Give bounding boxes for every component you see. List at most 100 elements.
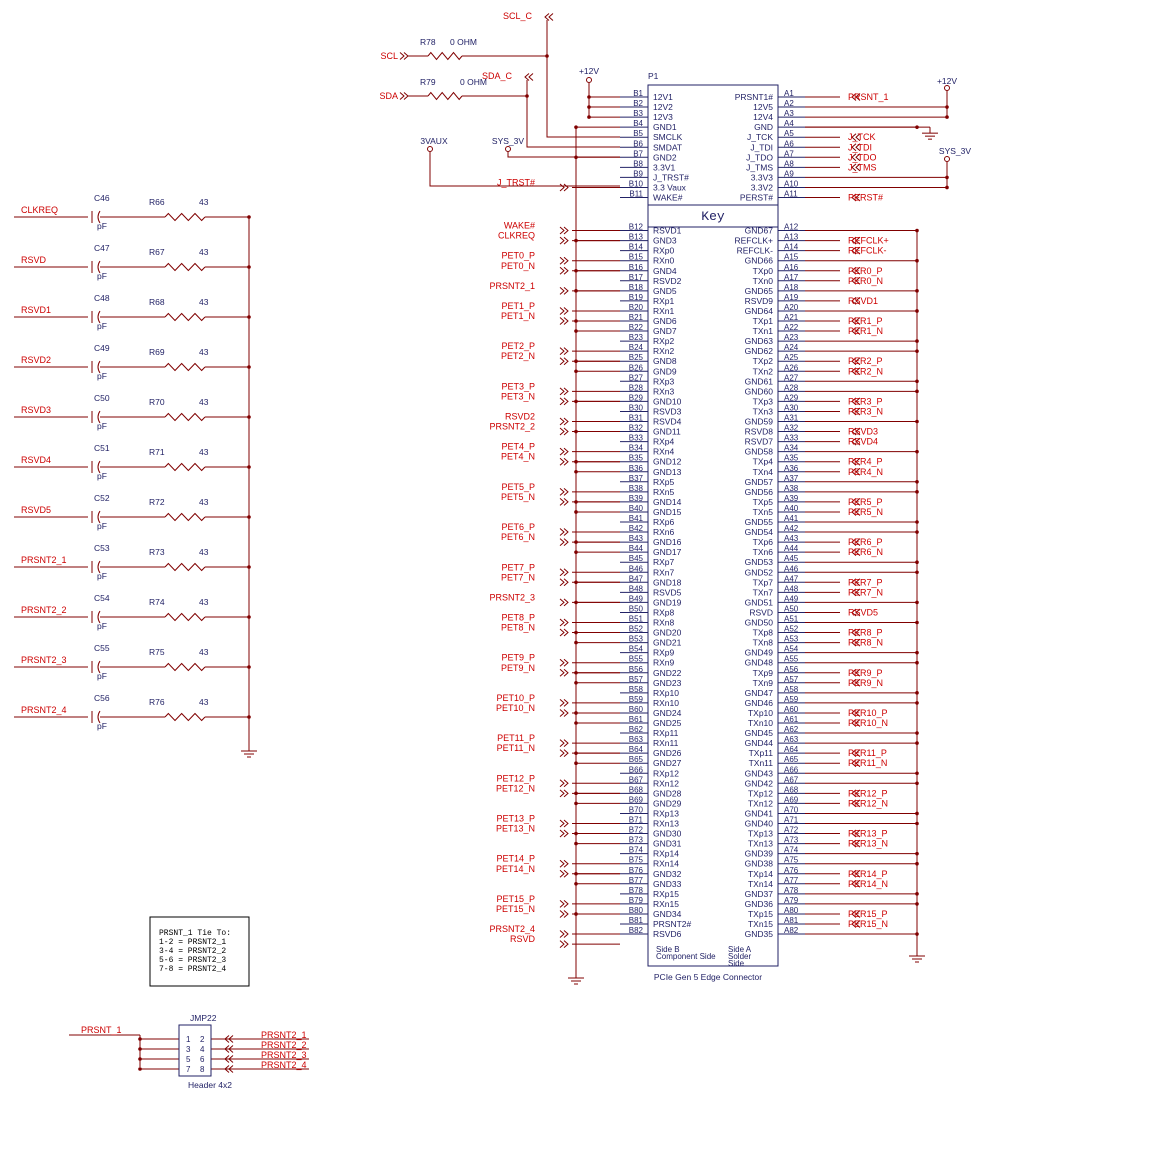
pin-signal-name: RXn12 bbox=[653, 778, 679, 788]
pin-number: B51 bbox=[629, 615, 644, 624]
resistor-icon bbox=[427, 51, 463, 61]
res-refdes: R74 bbox=[149, 597, 165, 607]
net-port-label: PET6_N bbox=[501, 532, 535, 542]
port-arrow-icon bbox=[855, 759, 861, 768]
net-port-label: PER7_P bbox=[848, 577, 883, 587]
pin-signal-name: GND29 bbox=[653, 798, 682, 808]
power-label: +12V bbox=[579, 66, 599, 76]
net-port-label: PET11_N bbox=[497, 743, 535, 753]
pin-number: B23 bbox=[629, 333, 644, 342]
pin-number: A72 bbox=[784, 826, 799, 835]
capacitor-plate bbox=[97, 260, 101, 274]
net-port-label: PER3_P bbox=[848, 396, 883, 406]
pin-signal-name: RXn1 bbox=[653, 306, 675, 316]
port-arrow-icon bbox=[563, 347, 569, 356]
jumper-pin-number: 8 bbox=[200, 1065, 205, 1074]
net-port-label: PET1_P bbox=[501, 301, 535, 311]
net-port-label: PET13_N bbox=[496, 824, 535, 834]
pin-number: A35 bbox=[784, 454, 799, 463]
pin-signal-name: REFCLK+ bbox=[735, 236, 774, 246]
pin-number: A9 bbox=[784, 169, 794, 178]
pin-number: B80 bbox=[629, 906, 644, 915]
junction-dot bbox=[945, 105, 949, 109]
note-line: PRSNT_1 Tie To: bbox=[159, 929, 231, 938]
pin-number: A43 bbox=[784, 534, 799, 543]
net-port-label: PET2_P bbox=[501, 341, 535, 351]
port-arrow-icon bbox=[563, 779, 569, 788]
pin-signal-name: RXp2 bbox=[653, 336, 675, 346]
pin-signal-name: 12V4 bbox=[753, 112, 773, 122]
junction-dot bbox=[587, 105, 591, 109]
port-arrow-icon bbox=[559, 578, 565, 587]
pin-number: A36 bbox=[784, 464, 799, 473]
pin-signal-name: RXn2 bbox=[653, 346, 675, 356]
net-port-label: PET14_N bbox=[496, 864, 535, 874]
port-arrow-icon bbox=[851, 869, 857, 878]
pin-number: B82 bbox=[629, 926, 644, 935]
port-arrow-icon bbox=[851, 407, 857, 416]
net-port-label: PER13_P bbox=[848, 829, 888, 839]
cap-refdes: C55 bbox=[94, 643, 110, 653]
jumper-pin-number: 1 bbox=[186, 1035, 191, 1044]
power-label: SYS_3V bbox=[492, 136, 524, 146]
net-port-label: PET15_P bbox=[496, 894, 535, 904]
pin-signal-name: RSVD4 bbox=[653, 417, 682, 427]
res-refdes: R66 bbox=[149, 197, 165, 207]
pin-number: A21 bbox=[784, 313, 799, 322]
port-arrow-icon bbox=[851, 266, 857, 275]
pin-signal-name: GND9 bbox=[653, 366, 677, 376]
pin-signal-name: TXp0 bbox=[753, 266, 774, 276]
pin-number: B68 bbox=[629, 785, 644, 794]
port-arrow-icon bbox=[559, 829, 565, 838]
pin-signal-name: RXp4 bbox=[653, 437, 675, 447]
net-port-label: PER0_N bbox=[848, 276, 883, 286]
pin-number: B11 bbox=[629, 190, 643, 199]
pin-number: A26 bbox=[784, 363, 799, 372]
net-port-label: PET1_N bbox=[501, 311, 535, 321]
port-arrow-icon bbox=[851, 367, 857, 376]
pin-number: B59 bbox=[629, 695, 644, 704]
pin-number: B34 bbox=[629, 444, 644, 453]
pin-signal-name: GND66 bbox=[745, 256, 774, 266]
pin-signal-name: PRSNT2# bbox=[653, 919, 692, 929]
port-arrow-icon bbox=[855, 357, 861, 366]
pin-signal-name: TXn11 bbox=[749, 758, 774, 768]
pin-signal-name: GND41 bbox=[745, 808, 774, 818]
port-arrow-icon bbox=[559, 457, 565, 466]
cap-value: pF bbox=[97, 421, 107, 431]
pin-signal-name: TXp2 bbox=[753, 356, 774, 366]
port-arrow-icon bbox=[559, 859, 565, 868]
resistor-icon bbox=[164, 362, 206, 372]
pin-number: A81 bbox=[784, 916, 799, 925]
port-arrow-icon bbox=[563, 699, 569, 707]
connector-body bbox=[647, 84, 779, 967]
res-value: 43 bbox=[199, 597, 209, 607]
pin-signal-name: GND50 bbox=[745, 618, 774, 628]
pin-signal-name: RXp13 bbox=[653, 808, 679, 818]
pin-number: B45 bbox=[629, 554, 644, 563]
net-port-label: PERST# bbox=[848, 193, 883, 203]
pin-signal-name: GND27 bbox=[653, 758, 682, 768]
pin-number: B58 bbox=[629, 685, 644, 694]
port-arrow-icon bbox=[563, 357, 569, 366]
cap-value: pF bbox=[97, 371, 107, 381]
pin-number: B55 bbox=[629, 655, 644, 664]
port-arrow-icon bbox=[855, 578, 861, 587]
pin-signal-name: GND45 bbox=[745, 728, 774, 738]
port-arrow-icon bbox=[851, 467, 857, 476]
pin-number: B65 bbox=[629, 755, 644, 764]
port-arrow-icon bbox=[559, 940, 565, 948]
pin-number: B63 bbox=[629, 735, 644, 744]
port-arrow-icon bbox=[559, 538, 565, 546]
side-a-label: Solder bbox=[728, 952, 751, 961]
power-wire bbox=[429, 152, 620, 187]
net-port-label: PRSNT2_4 bbox=[489, 924, 535, 934]
port-arrow-icon bbox=[559, 568, 565, 577]
pin-number: A27 bbox=[784, 373, 799, 382]
port-arrow-icon bbox=[855, 437, 861, 446]
net-port-label: PET14_P bbox=[496, 854, 535, 864]
pin-number: B64 bbox=[629, 745, 644, 754]
note-line: 7-8 = PRSNT2_4 bbox=[159, 965, 226, 974]
resistor-icon bbox=[164, 512, 206, 522]
term-net-label: PRSNT2_1 bbox=[21, 555, 67, 565]
